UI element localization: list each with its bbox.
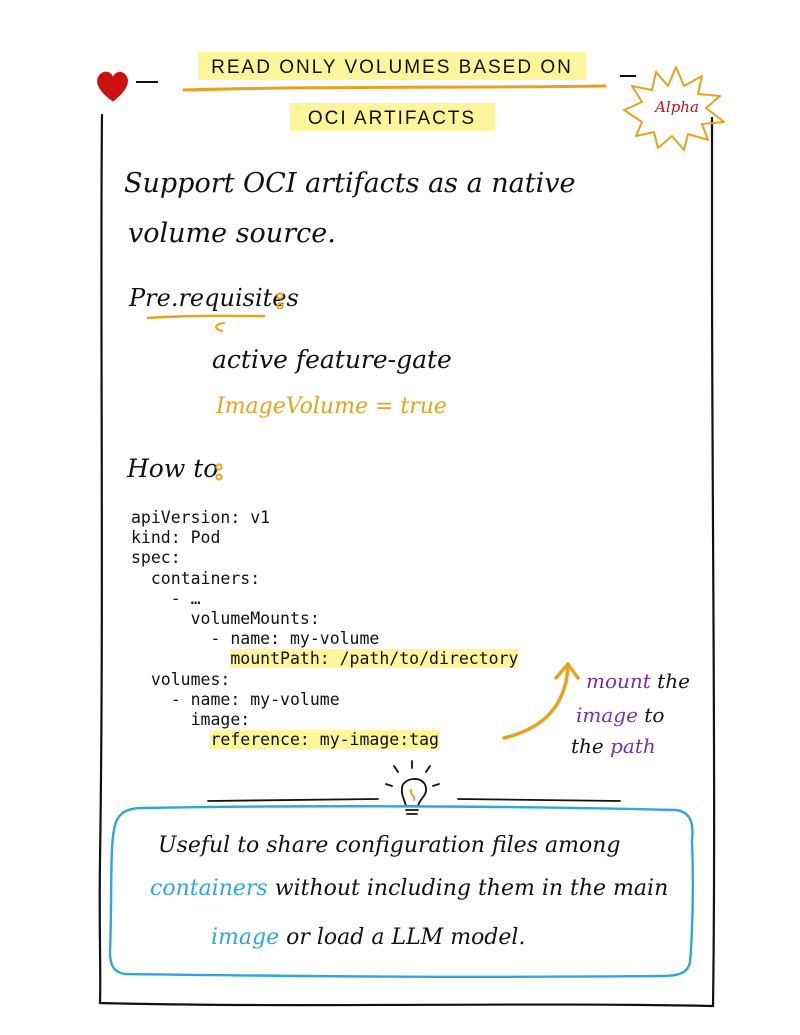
colon-dot-bottom-2 bbox=[215, 473, 223, 481]
code-line: volumes: bbox=[131, 670, 518, 690]
code-line: image: bbox=[131, 710, 518, 730]
code-line: mountPath: /path/to/directory bbox=[131, 649, 519, 669]
title-line-1: READ ONLY VOLUMES BASED ON bbox=[211, 57, 573, 78]
code-line: - name: my-volume bbox=[131, 690, 518, 710]
code-indent bbox=[131, 589, 171, 608]
code-indent bbox=[131, 730, 210, 749]
prerequisites-underline bbox=[146, 314, 266, 320]
curved-arrow-icon bbox=[502, 666, 570, 740]
code-text: spec: bbox=[131, 548, 181, 568]
code-text: - name: my-volume bbox=[210, 629, 380, 649]
code-text: - … bbox=[170, 588, 201, 608]
prerequisites-heading: Pre.requisites bbox=[128, 284, 299, 312]
colon-dot-top bbox=[276, 292, 284, 300]
divider-right bbox=[457, 798, 621, 802]
code-line: volumeMounts: bbox=[131, 609, 518, 629]
title-highlight-2 bbox=[290, 103, 495, 131]
code-line: - name: my-volume bbox=[131, 629, 518, 649]
code-text: image: bbox=[190, 709, 251, 729]
code-indent bbox=[131, 609, 191, 628]
code-text-highlighted: mountPath: /path/to/directory bbox=[230, 649, 519, 669]
code-text: - name: my-volume bbox=[170, 689, 340, 709]
arrow-head bbox=[554, 662, 580, 680]
tip-line-1: Useful to share configuration files amon… bbox=[158, 833, 620, 858]
code-indent bbox=[131, 710, 191, 729]
page-border bbox=[98, 113, 716, 1008]
underline-swoosh bbox=[215, 322, 225, 332]
code-line: reference: my-image:tag bbox=[131, 730, 518, 750]
code-line: - … bbox=[131, 589, 518, 609]
code-indent bbox=[131, 629, 210, 648]
title-underline bbox=[182, 84, 607, 92]
code-text: volumeMounts: bbox=[190, 608, 320, 628]
title-line-2: OCI ARTIFACTS bbox=[308, 108, 476, 129]
code-indent bbox=[131, 649, 230, 668]
intro-line-2: volume source. bbox=[128, 218, 336, 249]
starburst-badge-icon bbox=[623, 66, 725, 151]
annotation-line-3: the path bbox=[571, 734, 656, 758]
tip-line-2: containers without including them in the… bbox=[150, 876, 668, 901]
howto-heading: How to bbox=[126, 454, 218, 483]
code-indent bbox=[131, 670, 151, 689]
code-line: containers: bbox=[131, 569, 518, 589]
code-text: apiVersion: v1 bbox=[131, 508, 271, 527]
lightbulb-icon bbox=[385, 760, 440, 815]
annotation-line-2: image to bbox=[576, 703, 664, 727]
code-text: containers: bbox=[150, 568, 261, 588]
tip-box bbox=[108, 805, 695, 979]
annotation-line-1: mount the bbox=[586, 669, 690, 693]
alpha-badge-label: Alpha bbox=[653, 98, 699, 116]
code-line: kind: Pod bbox=[131, 528, 518, 548]
code-indent bbox=[131, 569, 151, 588]
code-line: apiVersion: v1 bbox=[131, 508, 518, 528]
code-indent bbox=[131, 690, 171, 709]
tip-line-3: image or load a LLM model. bbox=[211, 925, 525, 950]
code-line: spec: bbox=[131, 548, 518, 568]
code-text: volumes: bbox=[150, 669, 231, 689]
code-text-highlighted: reference: my-image:tag bbox=[210, 730, 439, 750]
prerequisite-item: active feature-gate bbox=[212, 345, 452, 374]
intro-line-1: Support OCI artifacts as a native bbox=[124, 168, 576, 199]
heart-icon bbox=[97, 71, 128, 102]
title-highlight-1 bbox=[198, 52, 586, 80]
prerequisite-value: ImageVolume = true bbox=[215, 394, 447, 419]
colon-dot-bottom bbox=[276, 302, 284, 310]
divider-left bbox=[207, 798, 379, 802]
colon-dot-top-2 bbox=[215, 463, 223, 471]
code-text: kind: Pod bbox=[131, 528, 221, 548]
